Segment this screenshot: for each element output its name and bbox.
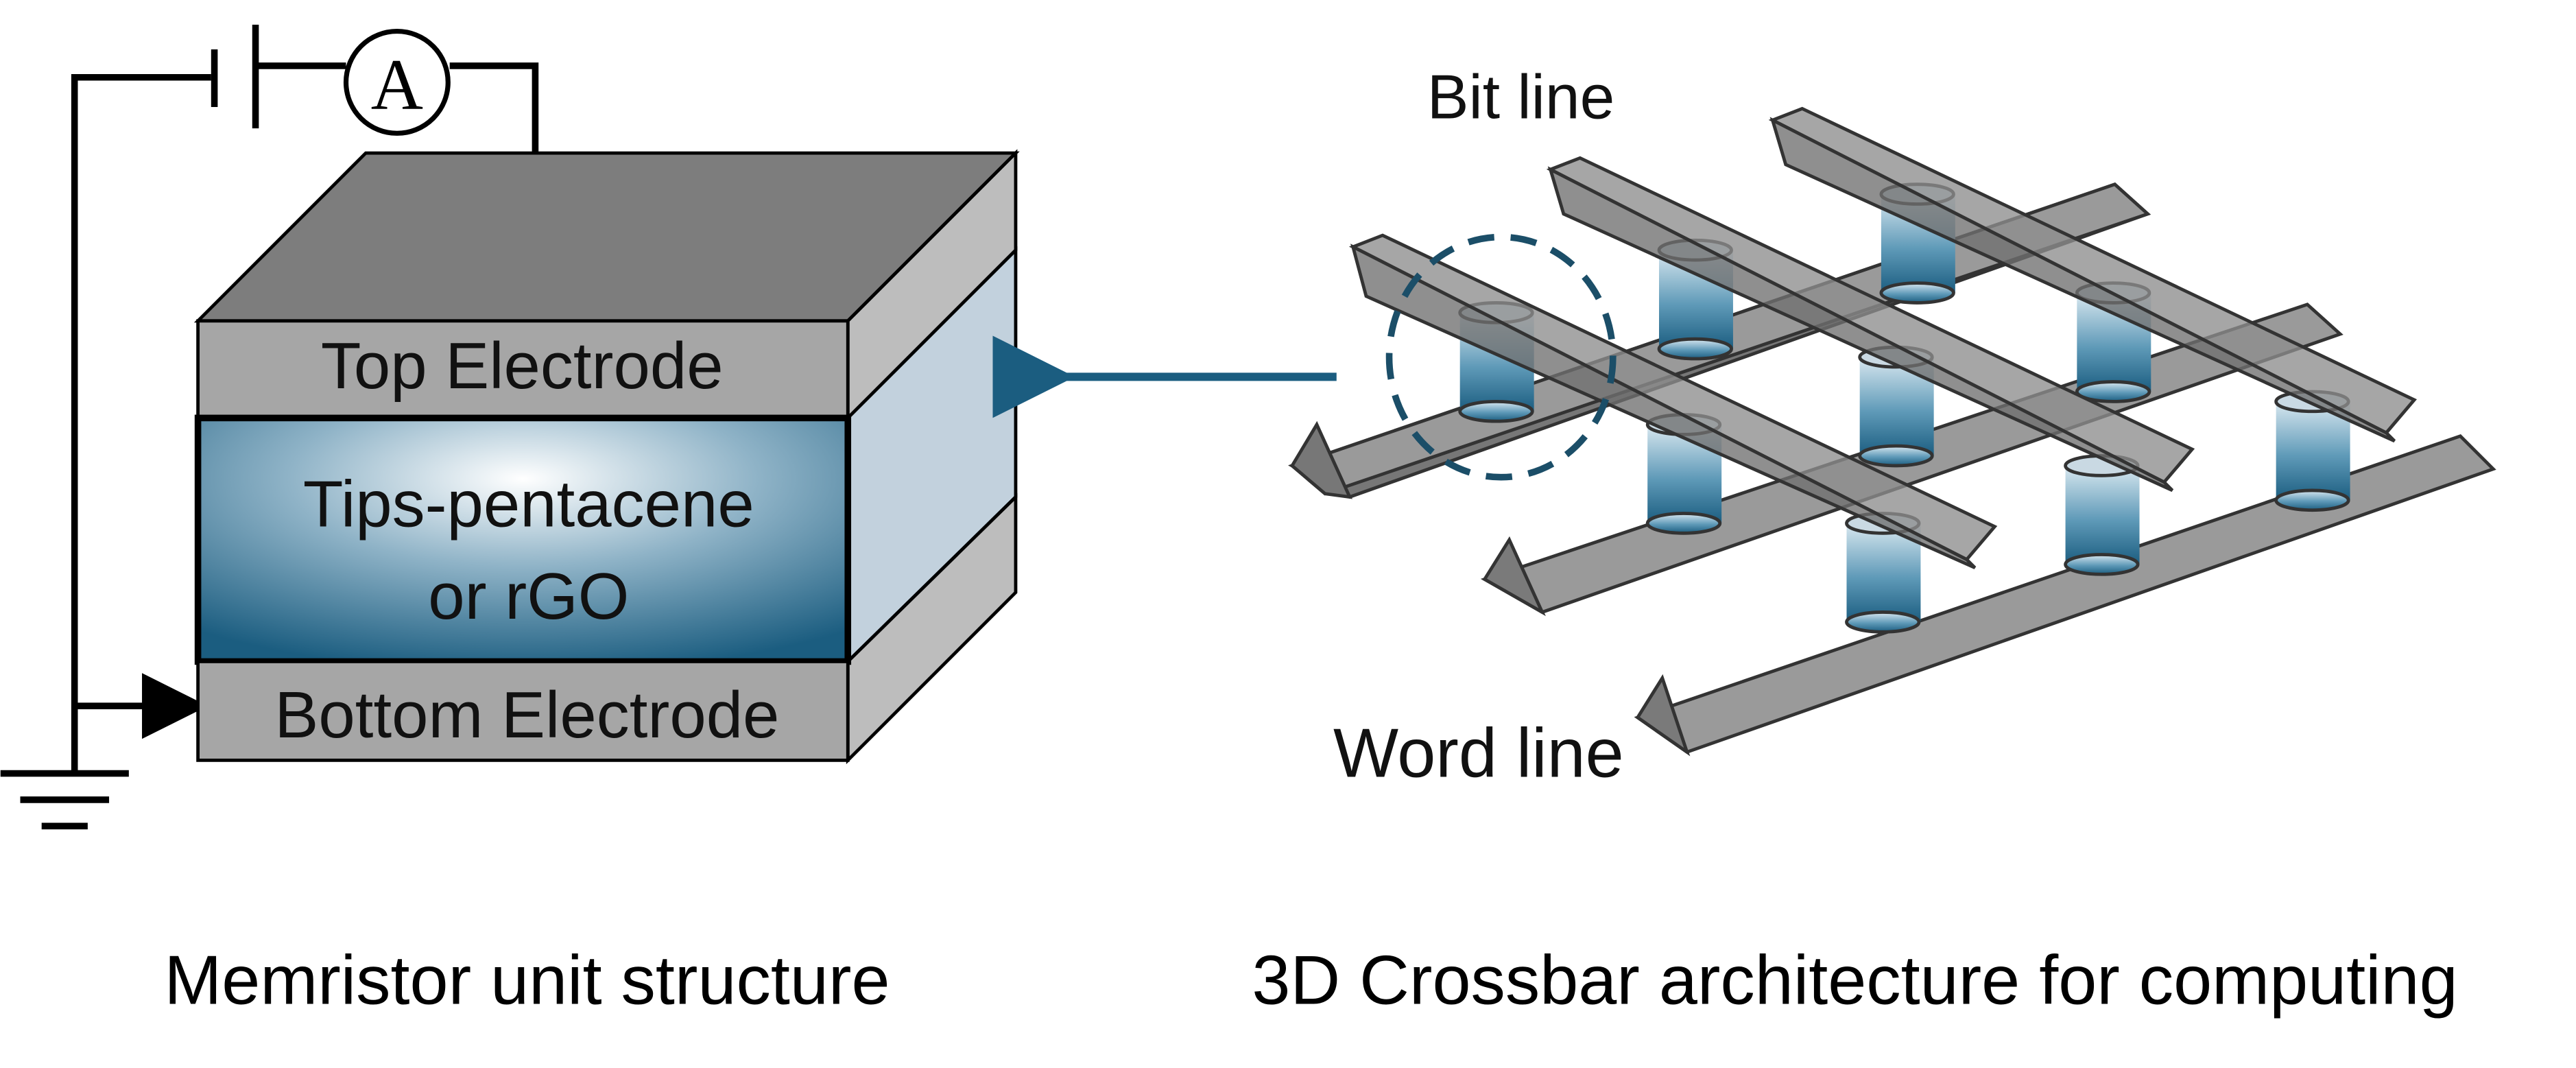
crossbar-array: [1288, 106, 2496, 757]
highlight-cell-circle: [1385, 233, 1617, 481]
memristor-caption: Memristor unit structure: [164, 942, 890, 1019]
pillar: [1845, 512, 1921, 634]
crossbar-caption: 3D Crossbar architecture for computing: [1252, 942, 2457, 1019]
active-layer-label-line1: Tips-pentacene: [303, 468, 754, 541]
ammeter-symbol: A: [371, 44, 423, 124]
bit-line-1: [1348, 233, 1998, 569]
bit-line-2: [1546, 156, 2195, 493]
battery-icon: [211, 24, 259, 129]
word-line-label: Word line: [1333, 715, 1624, 792]
word-line-3: [1634, 434, 2496, 757]
pillar: [2064, 454, 2140, 576]
ground-icon: [0, 770, 129, 830]
top-electrode-layer: [196, 319, 850, 420]
bottom-electrode-layer: [196, 660, 850, 762]
memristor-unit: A Top Electrode Tips-pentacene or rGO Bo…: [0, 24, 1020, 830]
ammeter-icon: A: [343, 28, 451, 136]
bit-line-3: [1768, 106, 2418, 443]
active-layer: [194, 414, 852, 665]
bit-line-label: Bit line: [1427, 62, 1615, 132]
bottom-electrode-label: Bottom Electrode: [274, 678, 779, 752]
active-layer-label-line2: or rGO: [428, 560, 629, 633]
top-electrode-label: Top Electrode: [321, 329, 724, 403]
